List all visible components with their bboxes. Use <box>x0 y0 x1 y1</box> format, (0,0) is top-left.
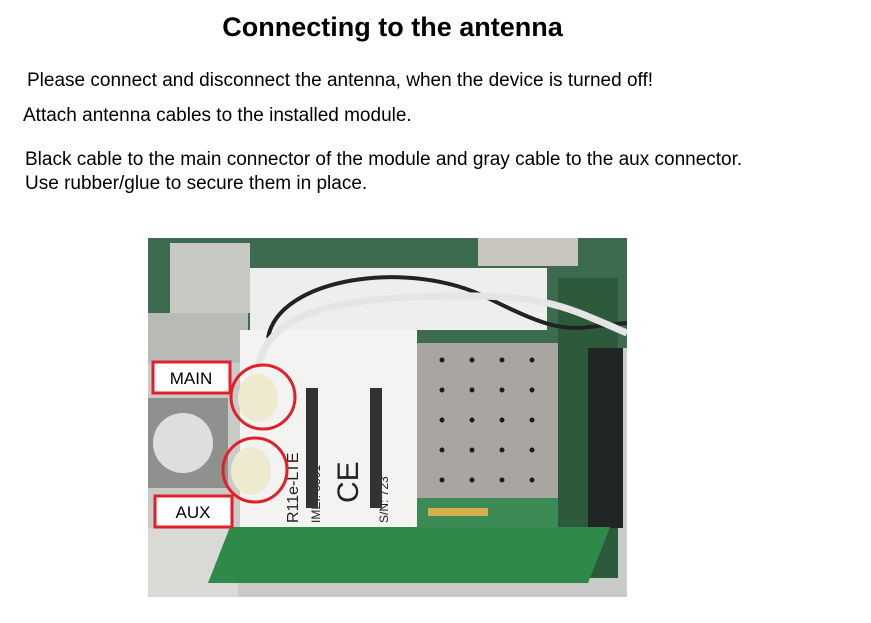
black-antenna-cable <box>266 275 627 339</box>
main-label: MAIN <box>170 369 213 388</box>
instruction-text: Attach antenna cables to the installed m… <box>23 105 412 126</box>
cable-instruction-line: Black cable to the main connector of the… <box>25 149 743 170</box>
warning-text: Please connect and disconnect the antenn… <box>27 70 654 91</box>
glue-instruction-line: Use rubber/glue to secure them in place. <box>25 173 368 194</box>
aux-label: AUX <box>176 503 211 522</box>
gray-antenna-cable <box>254 292 627 369</box>
main-label-box <box>151 360 232 395</box>
metal-shield <box>413 343 558 498</box>
svg-text:CE: CE <box>332 461 365 503</box>
module-photo: R11e-LTE IMEI: 3561 S/N: 723 CE MAIN AUX <box>148 238 627 597</box>
lower-pcb <box>208 527 610 583</box>
cable-instructions: Black cable to the main connector of the… <box>25 148 742 196</box>
main-connector-highlight <box>229 363 297 431</box>
aux-label-box <box>153 494 234 529</box>
aux-connector-highlight <box>221 436 289 504</box>
page-title: Connecting to the antenna <box>222 12 563 42</box>
module-model: R11e-LTE <box>285 452 302 523</box>
